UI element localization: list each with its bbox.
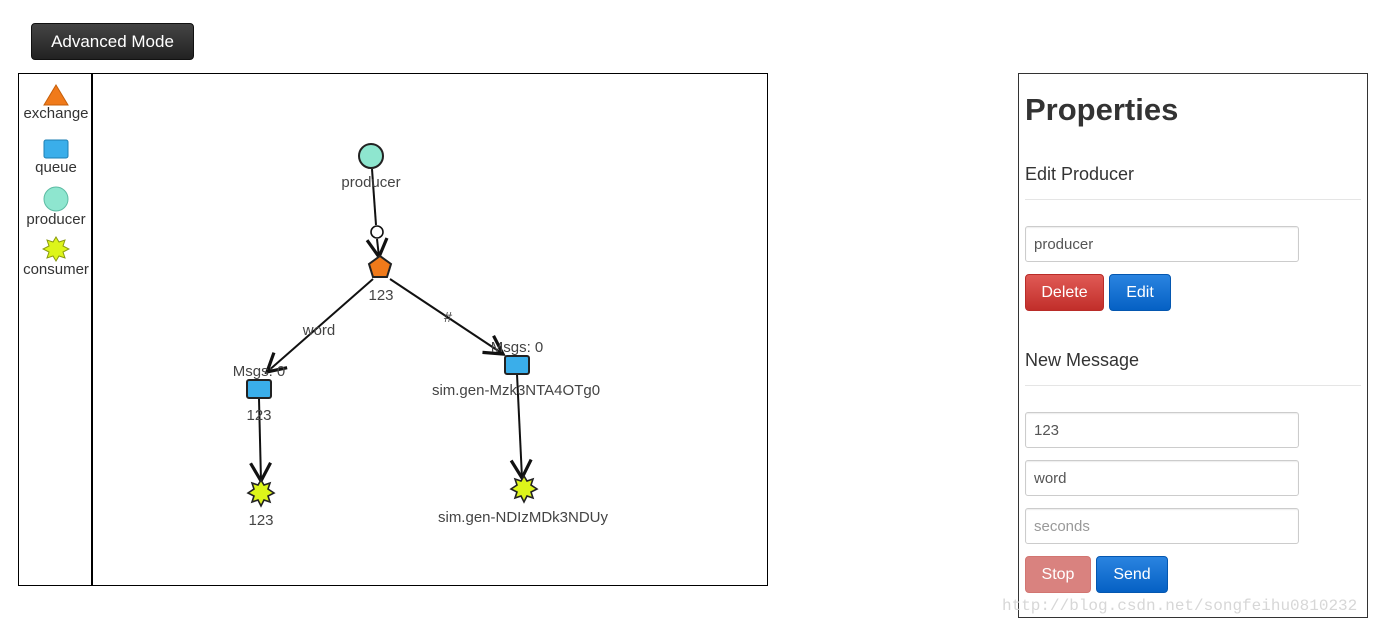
consumer-node-left[interactable] bbox=[246, 478, 276, 508]
queue-right-label: sim.gen-Mzk3NTA4OTg0 bbox=[432, 382, 600, 399]
graph-canvas[interactable]: exchange queue producer consumer bbox=[18, 73, 768, 586]
producer-name-field[interactable] bbox=[1025, 226, 1299, 262]
queue-right-msgs: Msgs: 0 bbox=[491, 339, 544, 356]
connector-handle[interactable] bbox=[370, 225, 384, 239]
palette-label-queue: queue bbox=[35, 159, 77, 176]
palette-item-producer[interactable]: producer bbox=[19, 186, 93, 228]
star-icon bbox=[42, 236, 70, 262]
producer-node-label: producer bbox=[341, 174, 400, 191]
triangle-icon bbox=[43, 84, 69, 106]
edit-producer-title: Edit Producer bbox=[1025, 164, 1135, 184]
edge-queue-consumer-left bbox=[249, 398, 272, 485]
edit-button[interactable]: Edit bbox=[1109, 274, 1171, 311]
queue-left-msgs: Msgs: 0 bbox=[233, 363, 286, 380]
send-button[interactable]: Send bbox=[1096, 556, 1168, 593]
palette-item-exchange[interactable]: exchange bbox=[19, 84, 93, 122]
queue-node-left[interactable] bbox=[246, 379, 272, 399]
producer-node[interactable] bbox=[358, 143, 384, 169]
consumer-left-label: 123 bbox=[248, 512, 273, 529]
edge-routing-key-word: word bbox=[302, 322, 336, 339]
queue-left-label: 123 bbox=[246, 407, 271, 424]
delete-button[interactable]: Delete bbox=[1025, 274, 1104, 311]
palette-label-exchange: exchange bbox=[23, 105, 89, 122]
edge-producer-connector bbox=[371, 168, 377, 226]
watermark-text: http://blog.csdn.net/songfeihu0810232 bbox=[1002, 597, 1358, 615]
consumer-right-label: sim.gen-NDIzMDk3NDUy bbox=[438, 509, 609, 526]
edge-exchange-queue-right bbox=[389, 278, 506, 356]
edge-queue-consumer-right bbox=[509, 373, 533, 482]
routing-key-field[interactable] bbox=[1025, 460, 1299, 496]
exchange-node-label: 123 bbox=[368, 287, 393, 304]
rectangle-icon bbox=[43, 139, 69, 159]
consumer-node-right[interactable] bbox=[509, 474, 539, 504]
palette-label-consumer: consumer bbox=[23, 261, 89, 278]
divider bbox=[1025, 199, 1361, 200]
edge-exchange-queue-left bbox=[264, 278, 374, 375]
message-field[interactable] bbox=[1025, 412, 1299, 448]
exchange-node[interactable] bbox=[367, 254, 393, 278]
edge-connector-exchange bbox=[365, 237, 389, 261]
node-palette: exchange queue producer consumer bbox=[19, 74, 93, 585]
palette-item-queue[interactable]: queue bbox=[19, 138, 93, 176]
properties-title: Properties bbox=[1025, 92, 1179, 127]
seconds-field[interactable] bbox=[1025, 508, 1299, 544]
properties-panel: Properties Edit Producer Delete Edit New… bbox=[1018, 73, 1368, 618]
circle-icon bbox=[43, 186, 69, 212]
topology-graph: producer 123 word # Msgs: 0 123 Msgs: 0 … bbox=[233, 143, 609, 529]
divider bbox=[1025, 385, 1361, 386]
new-message-title: New Message bbox=[1025, 350, 1140, 370]
edge-routing-key-hash: # bbox=[444, 309, 453, 326]
palette-item-consumer[interactable]: consumer bbox=[19, 236, 93, 278]
palette-label-producer: producer bbox=[26, 211, 86, 228]
queue-node-right[interactable] bbox=[504, 355, 530, 375]
stop-button[interactable]: Stop bbox=[1025, 556, 1091, 593]
advanced-mode-button[interactable]: Advanced Mode bbox=[31, 23, 194, 60]
